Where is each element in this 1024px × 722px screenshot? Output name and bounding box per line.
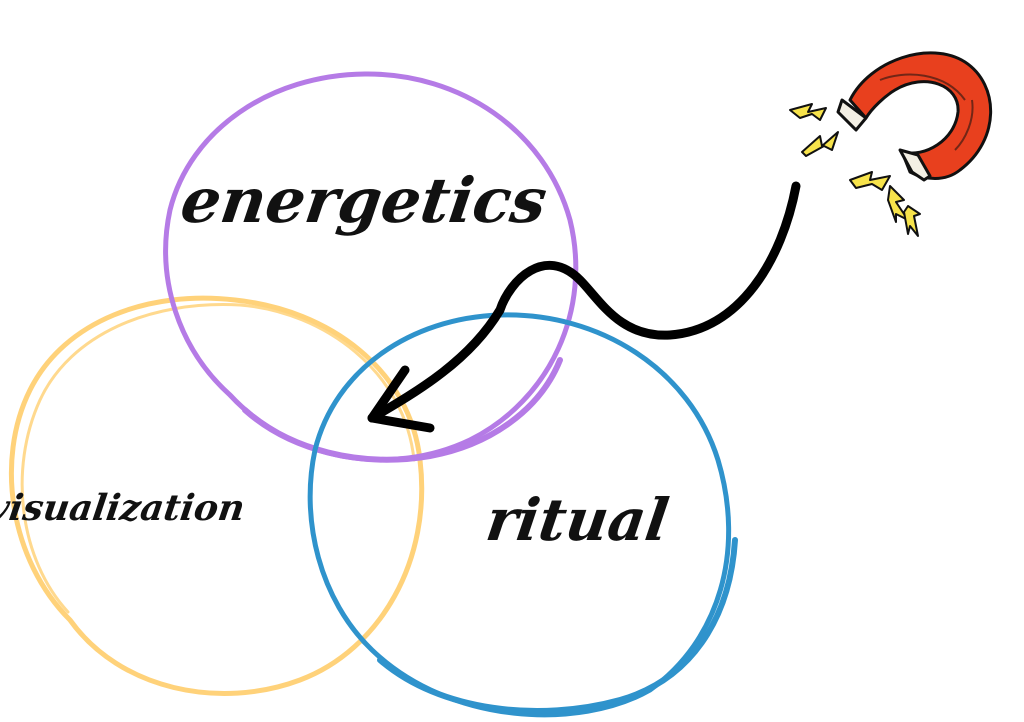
label-ritual: ritual (482, 485, 673, 554)
circle-ritual (307, 312, 738, 718)
magnet-icon (789, 51, 993, 237)
spark-icons (789, 103, 921, 237)
label-energetics: energetics (177, 164, 551, 237)
attraction-arrow (367, 181, 801, 433)
circle-energetics (163, 71, 579, 463)
arrow-head (367, 365, 435, 433)
arrow-line (367, 181, 801, 423)
label-visualization: visualization (0, 486, 248, 529)
